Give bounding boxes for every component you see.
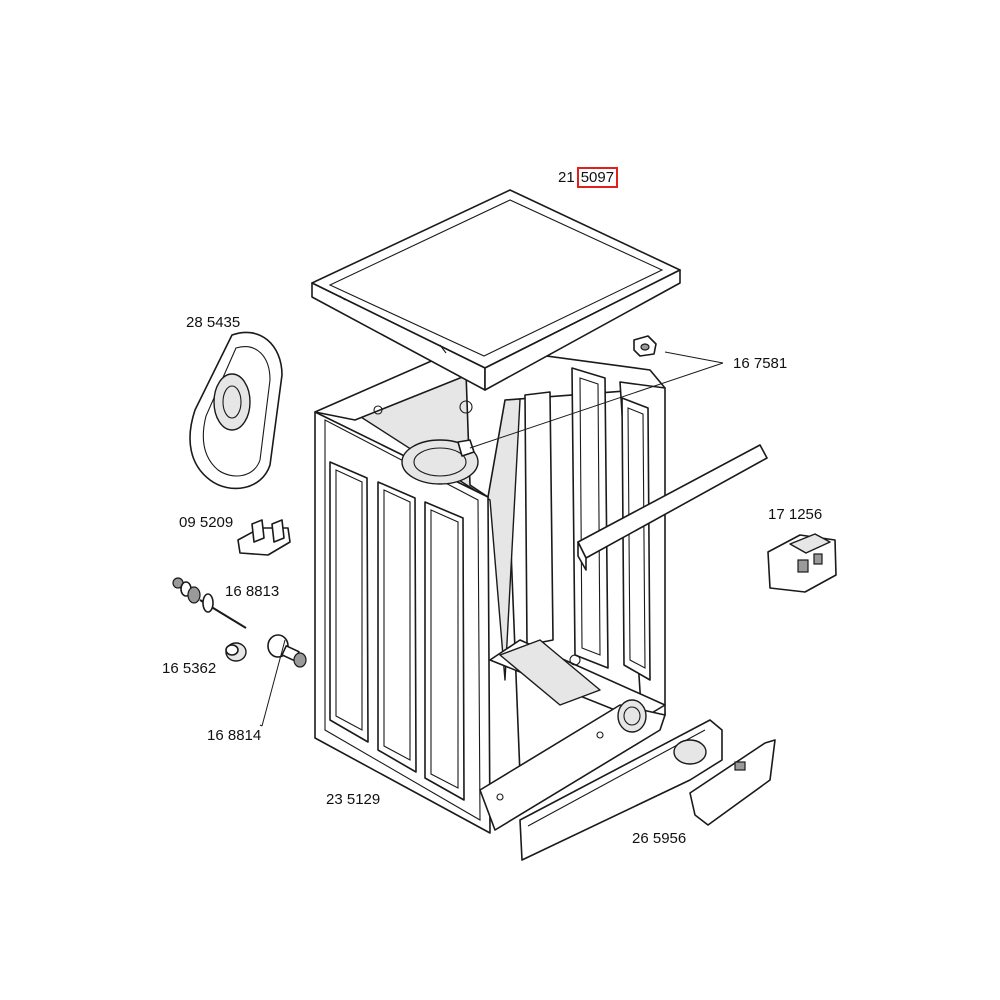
- label-foot: 16 8814: [207, 727, 262, 744]
- bracket-part: [237, 519, 291, 556]
- shock-absorber-part: [172, 577, 247, 629]
- label-door-lock: 17 1256: [768, 506, 823, 523]
- label-shock-absorber: 16 8813: [225, 583, 280, 600]
- bushing-part: [225, 642, 247, 662]
- top-cover-part: [311, 189, 681, 391]
- label-hinge-clips: 16 7581: [733, 355, 788, 372]
- highlight-box: 5097: [576, 167, 619, 188]
- label-bushing: 16 5362: [162, 660, 217, 677]
- dispenser-handle-part: [519, 719, 776, 861]
- label-bracket: 09 5209: [179, 514, 234, 531]
- label-cabinet: 23 5129: [326, 791, 381, 808]
- foot-part: [267, 634, 307, 668]
- label-rear-panel: 28 5435: [186, 314, 241, 331]
- label-dispenser-handle: 26 5956: [632, 830, 687, 847]
- hinge-clip-part: [457, 335, 657, 457]
- label-top-cover-prefix: 21: [558, 169, 575, 186]
- cabinet-part: [314, 344, 666, 834]
- rear-panel-part: [189, 331, 283, 490]
- door-lock-part: [767, 533, 837, 593]
- leader-lines: [259, 351, 724, 727]
- cross-rail-part: [577, 444, 768, 571]
